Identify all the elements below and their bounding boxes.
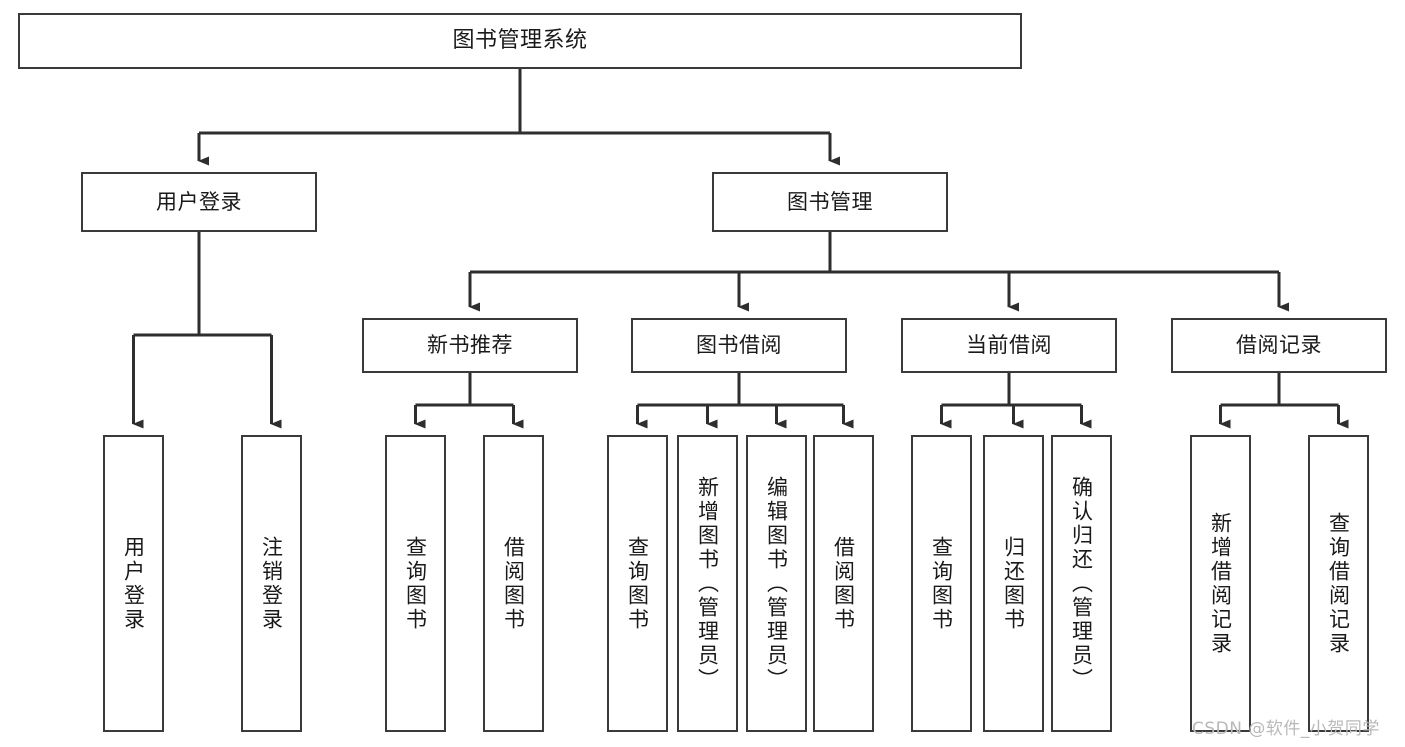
node-current-borrow[interactable]: 当前借阅 [901,318,1117,373]
node-leaf-add-book[interactable]: 新增图书（管理员） [677,435,738,732]
node-label: 新增借阅记录 [1208,511,1233,656]
node-label: 确认归还（管理员） [1069,475,1094,692]
node-book-manage[interactable]: 图书管理 [712,172,948,232]
node-label: 查询借阅记录 [1326,511,1351,656]
node-leaf-search-book-1[interactable]: 查询图书 [385,435,446,732]
node-label: 借阅图书 [501,535,526,632]
node-leaf-return-book[interactable]: 归还图书 [983,435,1044,732]
node-label: 归还图书 [1001,535,1026,632]
node-label: 查询图书 [403,535,428,632]
node-label: 用户登录 [156,189,242,214]
node-leaf-borrow-book-1[interactable]: 借阅图书 [483,435,544,732]
node-leaf-logout[interactable]: 注销登录 [241,435,302,732]
node-label: 图书借阅 [696,333,782,358]
node-label: 借阅记录 [1236,333,1322,358]
node-label: 当前借阅 [966,333,1052,358]
node-leaf-user-login[interactable]: 用户登录 [103,435,164,732]
node-label: 注销登录 [259,535,284,632]
node-leaf-search-book-2[interactable]: 查询图书 [607,435,668,732]
node-borrow-record[interactable]: 借阅记录 [1171,318,1387,373]
node-label: 借阅图书 [831,535,856,632]
node-leaf-confirm-return[interactable]: 确认归还（管理员） [1051,435,1112,732]
csdn-watermark: CSDN @软件_小贺同学 [1192,719,1380,739]
node-label: 查询图书 [929,535,954,632]
node-label: 图书管理 [787,189,873,214]
node-leaf-search-record[interactable]: 查询借阅记录 [1308,435,1369,732]
node-leaf-edit-book[interactable]: 编辑图书（管理员） [746,435,807,732]
node-book-borrow[interactable]: 图书借阅 [631,318,847,373]
node-label: 编辑图书（管理员） [764,475,789,692]
node-leaf-search-book-3[interactable]: 查询图书 [911,435,972,732]
node-label: 图书管理系统 [452,28,588,54]
node-label: 查询图书 [625,535,650,632]
node-label: 用户登录 [121,535,146,632]
node-leaf-borrow-book-2[interactable]: 借阅图书 [813,435,874,732]
node-new-book-recommend[interactable]: 新书推荐 [362,318,578,373]
node-leaf-add-record[interactable]: 新增借阅记录 [1190,435,1251,732]
node-label: 新增图书（管理员） [695,475,720,692]
node-user-login[interactable]: 用户登录 [81,172,317,232]
node-label: 新书推荐 [427,333,513,358]
node-root-system[interactable]: 图书管理系统 [18,13,1022,69]
